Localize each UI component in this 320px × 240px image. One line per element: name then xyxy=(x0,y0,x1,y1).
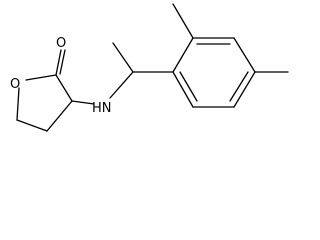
bond-c4-c5 xyxy=(16,119,48,132)
bond-o1-c2 xyxy=(25,74,57,81)
ring-oxygen-label: O xyxy=(10,77,20,92)
ring-bond-1 xyxy=(172,37,194,73)
bond-n-ch xyxy=(109,71,134,99)
bond-c2-o-b xyxy=(59,49,66,75)
carbonyl-oxygen-label: O xyxy=(56,36,66,51)
bond-c2-o-a xyxy=(55,49,62,76)
ring-bond-6 xyxy=(172,71,194,108)
benzene-ring xyxy=(172,37,256,108)
amine-label: HN xyxy=(92,101,112,116)
carbonyl-double-bond xyxy=(55,49,66,76)
ring-inner-bond-b xyxy=(229,71,249,102)
chemical-structure: O O HN xyxy=(10,3,289,132)
bond-c3-n xyxy=(71,100,95,105)
bond-ortho-methyl xyxy=(172,3,194,39)
lactone-ring xyxy=(16,74,73,132)
ring-bond-4 xyxy=(233,71,256,108)
bond-c5-o1 xyxy=(16,87,20,121)
ring-inner-bond-c xyxy=(179,71,198,102)
bond-c2-c3 xyxy=(55,74,73,102)
ring-bond-3 xyxy=(233,37,256,73)
bond-c3-c4 xyxy=(46,100,73,132)
bond-ch-methyl xyxy=(112,42,134,73)
